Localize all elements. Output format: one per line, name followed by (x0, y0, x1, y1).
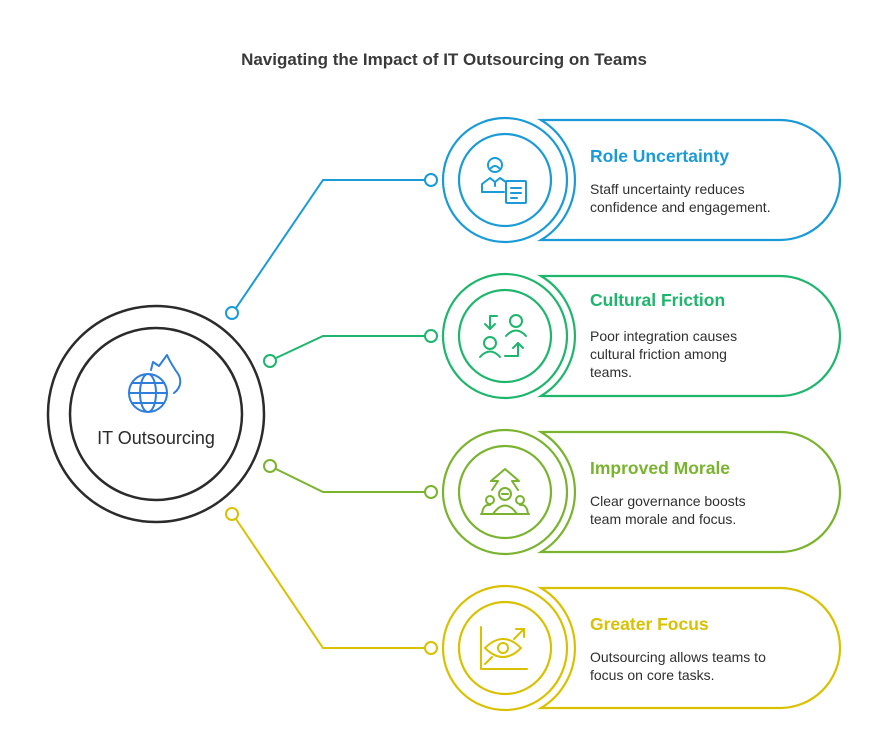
diagram-title: Navigating the Impact of IT Outsourcing … (241, 50, 647, 69)
center-label: IT Outsourcing (97, 428, 215, 448)
role-uncertainty-description: Staff uncertainty reduces confidence and… (590, 181, 771, 215)
card-role-uncertainty (441, 116, 842, 244)
card-greater-focus (441, 584, 842, 712)
connector-greater-focus (225, 507, 438, 655)
role-uncertainty-title: Role Uncertainty (590, 146, 730, 166)
eye-chart-icon (480, 626, 528, 670)
cultural-friction-title: Cultural Friction (590, 290, 726, 310)
people-exchange-icon (479, 314, 527, 358)
card-improved-morale (441, 428, 842, 556)
cultural-friction-description: Poor integration causes cultural frictio… (590, 328, 738, 380)
connector-cultural-friction (263, 329, 438, 368)
greater-focus-description: Outsourcing allows teams to focus on cor… (590, 649, 766, 683)
central-hub (46, 304, 266, 524)
greater-focus-title: Greater Focus (590, 614, 709, 634)
connector-role-uncertainty (225, 173, 438, 320)
improved-morale-title: Improved Morale (590, 458, 731, 478)
connector-improved-morale (263, 459, 438, 499)
improved-morale-description: Clear governance boosts team morale and … (590, 493, 746, 527)
person-document-icon (481, 157, 527, 204)
team-growth-icon (480, 468, 530, 515)
card-cultural-friction (441, 272, 842, 400)
globe-fire-icon (128, 354, 182, 413)
